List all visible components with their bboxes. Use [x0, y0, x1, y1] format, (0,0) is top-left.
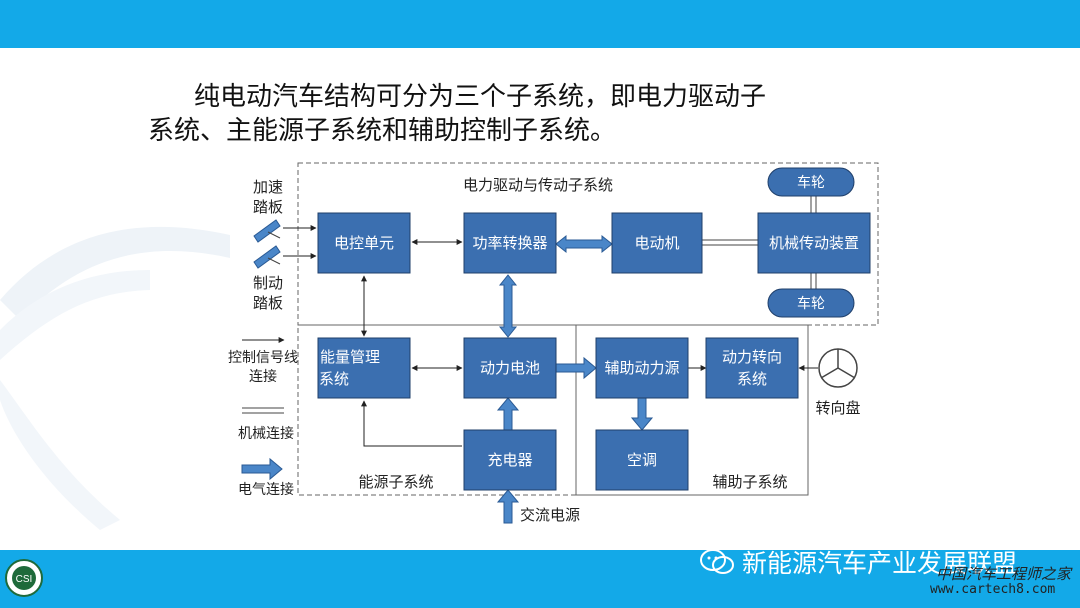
steering-wheel-icon — [818, 348, 858, 388]
ac-power-source-label: 交流电源 — [520, 506, 580, 524]
brake-pedal-icon — [253, 245, 281, 269]
legend-electrical-arrow — [241, 457, 283, 481]
ems-label-line1: 能量管理 — [320, 348, 380, 366]
accel-pedal-label-1: 加速 — [253, 178, 283, 196]
footer-brand-text: 新能源汽车产业发展联盟 — [742, 549, 1018, 578]
battery-block: 动力电池 — [463, 337, 557, 399]
steering-label-line1: 动力转向 — [722, 348, 782, 366]
aux-power-label: 辅助动力源 — [604, 359, 679, 377]
motor-label: 电动机 — [634, 234, 679, 252]
brake-pedal-label-2: 踏板 — [253, 294, 283, 312]
charger-block: 充电器 — [463, 429, 557, 491]
ems-block: 能量管理 系统 — [317, 337, 411, 399]
converter-block: 功率转换器 — [463, 212, 557, 274]
wheel-bottom-label: 车轮 — [797, 295, 825, 312]
battery-converter-power-arrow — [498, 274, 518, 338]
aux-power-block: 辅助动力源 — [595, 337, 689, 399]
csi-logo-text: CSI — [16, 574, 33, 585]
transmission-block: 机械传动装置 — [757, 212, 871, 274]
csi-logo: CSI — [5, 559, 43, 597]
converter-motor-power-arrow — [555, 234, 613, 254]
wheel-bottom-block: 车轮 — [767, 288, 855, 318]
aux-ac-power-arrow — [630, 397, 654, 431]
charger-label: 充电器 — [487, 451, 532, 469]
top-banner — [0, 0, 1080, 48]
accel-pedal-icon — [253, 219, 281, 243]
wheel-top-label: 车轮 — [797, 174, 825, 191]
battery-aux-power-arrow — [555, 356, 597, 380]
power-steering-block: 动力转向 系统 — [705, 337, 799, 399]
intro-line-2: 系统、主能源子系统和辅助控制子系统。 — [148, 116, 617, 146]
legend-signal-label-2: 连接 — [249, 368, 277, 385]
drive-subsystem-label: 电力驱动与传动子系统 — [463, 176, 613, 194]
motor-block: 电动机 — [611, 212, 703, 274]
ac-source-charger-arrow — [496, 489, 520, 524]
converter-label: 功率转换器 — [472, 234, 547, 252]
aux-subsystem-label: 辅助子系统 — [712, 473, 787, 491]
ems-label-line2: 系统 — [319, 370, 349, 388]
energy-subsystem-label: 能源子系统 — [358, 473, 433, 491]
transmission-label: 机械传动装置 — [769, 234, 859, 252]
wechat-icon — [700, 549, 734, 574]
accel-pedal-label-2: 踏板 — [253, 198, 283, 216]
wheel-top-block: 车轮 — [767, 167, 855, 197]
site-watermark-url: www.cartech8.com — [930, 582, 1056, 597]
legend-electrical-label: 电气连接 — [238, 481, 294, 498]
legend-mechanical-label: 机械连接 — [238, 425, 294, 442]
battery-label: 动力电池 — [480, 359, 540, 377]
ecu-block: 电控单元 — [317, 212, 411, 274]
brake-pedal-label-1: 制动 — [253, 274, 283, 292]
ac-label: 空调 — [627, 451, 657, 469]
steering-wheel-label: 转向盘 — [815, 399, 860, 417]
bottom-banner — [0, 550, 1080, 608]
aux-subsystem-frame — [575, 324, 809, 496]
intro-line-1: 纯电动汽车结构可分为三个子系统，即电力驱动子 — [194, 82, 767, 112]
ecu-label: 电控单元 — [334, 234, 394, 252]
footer-brand: 新能源汽车产业发展联盟 — [700, 544, 1017, 580]
charger-battery-power-arrow — [496, 397, 520, 431]
site-watermark-title: 中国汽车工程师之家 — [936, 565, 1072, 583]
intro-text: 纯电动汽车结构可分为三个子系统，即电力驱动子 系统、主能源子系统和辅助控制子系统… — [148, 80, 868, 148]
steering-label-line2: 系统 — [737, 370, 767, 388]
ac-block: 空调 — [595, 429, 689, 491]
legend-signal-label-1: 控制信号线 — [228, 350, 298, 366]
charger-ems-signal — [361, 400, 462, 447]
